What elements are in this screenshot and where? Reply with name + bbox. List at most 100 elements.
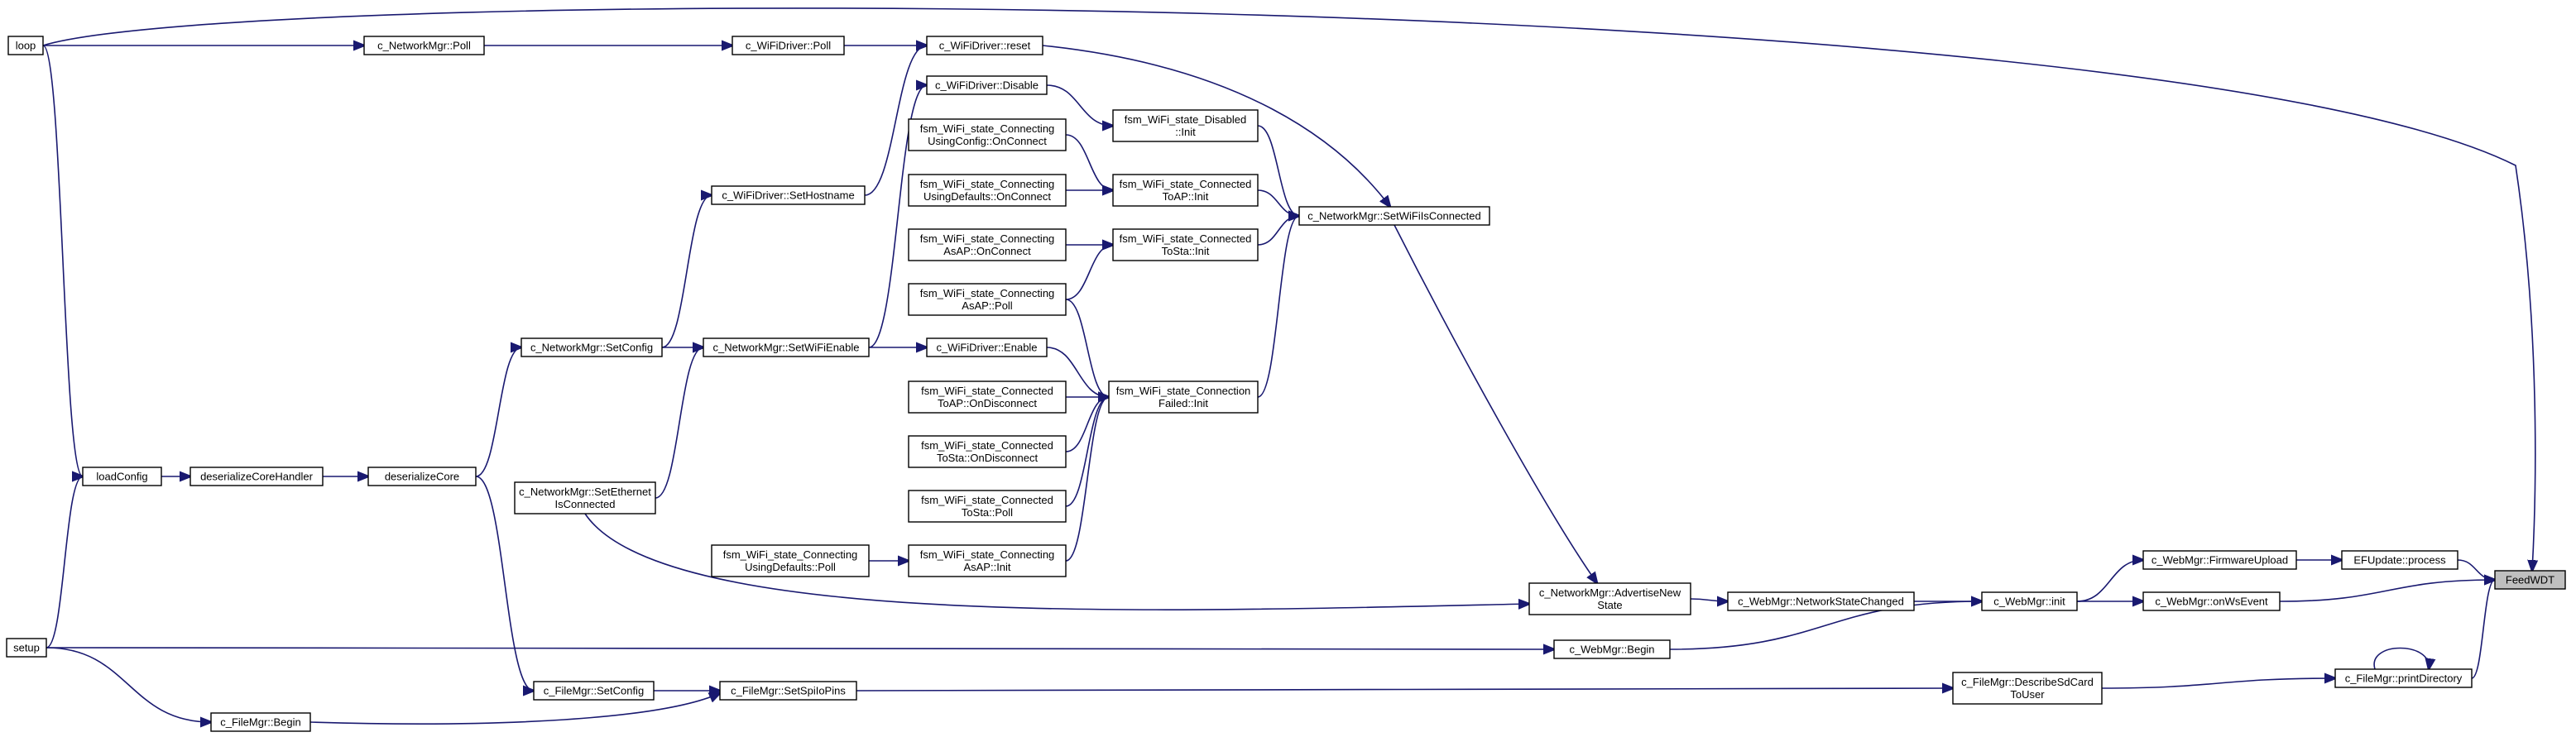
node-label: fsm_WiFi_state_Connected (921, 439, 1053, 452)
node-label: c_FileMgr::printDirectory (2345, 672, 2463, 685)
node-label: c_FileMgr::SetConfig (544, 685, 644, 697)
node-box (908, 174, 1067, 207)
node-box (2142, 591, 2281, 611)
node-fm-begin[interactable]: c_FileMgr::Begin (210, 712, 311, 732)
node-label: ToAP::Init (1163, 190, 1209, 203)
node-label: deserializeCoreHandler (200, 471, 314, 483)
node-wd-sethostname[interactable]: c_WiFiDriver::SetHostname (711, 185, 866, 205)
node-label: fsm_WiFi_state_Connecting (920, 122, 1055, 135)
node-wd-disable[interactable]: c_WiFiDriver::Disable (926, 75, 1048, 95)
node-label: UsingDefaults::Poll (745, 561, 836, 573)
node-box (2341, 550, 2458, 570)
node-setup[interactable]: setup (6, 638, 47, 658)
node-box (926, 36, 1043, 55)
node-box (908, 228, 1067, 261)
node-label: loop (16, 40, 36, 52)
node-label: AsAP::OnConnect (943, 245, 1031, 257)
node-nm-setwifienable[interactable]: c_NetworkMgr::SetWiFiEnable (703, 337, 870, 357)
node-box (2334, 668, 2473, 688)
node-wm-onwsevent[interactable]: c_WebMgr::onWsEvent (2142, 591, 2281, 611)
node-wm-fwupload[interactable]: c_WebMgr::FirmwareUpload (2142, 550, 2297, 570)
node-label: ::Init (1175, 126, 1196, 138)
node-efupdate-process[interactable]: EFUpdate::process (2341, 550, 2458, 570)
edge-loop-to-loadconfig (42, 45, 83, 476)
node-wd-poll[interactable]: c_WiFiDriver::Poll (732, 36, 845, 55)
node-fsm-conn-usingdef-onconnect[interactable]: fsm_WiFi_state_ConnectingUsingDefaults::… (908, 174, 1067, 207)
node-label: fsm_WiFi_state_Connection (1116, 385, 1251, 397)
node-fm-setspiiopins[interactable]: c_FileMgr::SetSpiIoPins (719, 681, 857, 701)
edge-fm_printdir-to-feedwdt (2471, 580, 2495, 679)
node-deserializecorehandler[interactable]: deserializeCoreHandler (189, 467, 324, 486)
node-box (2142, 550, 2297, 570)
node-label: c_WebMgr::FirmwareUpload (2151, 554, 2288, 567)
node-label: fsm_WiFi_state_Disabled (1125, 113, 1246, 126)
node-feedwdt[interactable]: FeedWDT (2494, 570, 2566, 590)
node-label: c_WiFiDriver::Poll (746, 40, 831, 52)
edge-fm_begin-to-fm_setspiiopins (309, 693, 720, 725)
node-fm-setconfig[interactable]: c_FileMgr::SetConfig (533, 681, 655, 701)
edge-loop-to-feedwdt (42, 7, 2535, 571)
node-label: c_NetworkMgr::Poll (377, 40, 471, 52)
edge-nm_setconfig-to-wd_sethostname (661, 195, 712, 348)
node-box (908, 435, 1067, 468)
node-label: deserializeCore (385, 471, 459, 483)
node-label: c_NetworkMgr::SetEthernet (519, 486, 651, 498)
node-box (2494, 570, 2566, 590)
node-label: c_WebMgr::onWsEvent (2155, 596, 2268, 608)
node-label: loadConfig (96, 471, 147, 483)
node-fsm-connd-toap-ondisc[interactable]: fsm_WiFi_state_ConnectedToAP::OnDisconne… (908, 380, 1067, 414)
node-wd-enable[interactable]: c_WiFiDriver::Enable (926, 337, 1048, 357)
node-box (703, 337, 870, 357)
node-label: UsingDefaults::OnConnect (923, 190, 1051, 203)
node-label: c_FileMgr::Begin (220, 716, 301, 729)
node-box (719, 681, 857, 701)
node-label: c_NetworkMgr::SetConfig (530, 342, 653, 354)
node-box (1528, 582, 1691, 615)
node-nm-setwifiisconn[interactable]: c_NetworkMgr::SetWiFiIsConnected (1298, 206, 1490, 226)
node-wd-reset[interactable]: c_WiFiDriver::reset (926, 36, 1043, 55)
node-loadconfig[interactable]: loadConfig (82, 467, 162, 486)
node-loop[interactable]: loop (7, 36, 44, 55)
node-fsm-conn-usingdef-poll[interactable]: fsm_WiFi_state_ConnectingUsingDefaults::… (711, 544, 870, 577)
node-wm-init[interactable]: c_WebMgr::init (1981, 591, 2078, 611)
node-label: c_FileMgr::SetSpiIoPins (731, 685, 846, 697)
edge-fsm_connd_tosta_init-to-nm_setwifiisconn (1257, 216, 1299, 246)
node-fsm-connd-tosta-ondisc[interactable]: fsm_WiFi_state_ConnectedToSta::OnDisconn… (908, 435, 1067, 468)
node-deserializecore[interactable]: deserializeCore (367, 467, 477, 486)
edge-wd_reset-to-nm_setwifiisconn (1042, 45, 1390, 207)
node-fm-printdir[interactable]: c_FileMgr::printDirectory (2334, 668, 2473, 688)
node-box (7, 36, 44, 55)
nodes-layer: FeedWDT loop setup loadConfig deserializeCor… (6, 36, 2566, 732)
node-label: c_WebMgr::init (1993, 596, 2065, 608)
node-fsm-conn-usingcfg-onconnect[interactable]: fsm_WiFi_state_ConnectingUsingConfig::On… (908, 118, 1067, 151)
edge-fm_describesd-to-fm_printdir (2101, 678, 2335, 689)
node-box (367, 467, 477, 486)
node-label: ToSta::Poll (962, 506, 1013, 519)
node-nm-poll[interactable]: c_NetworkMgr::Poll (363, 36, 485, 55)
edge-fsm_conn_asap_init-to-fsm_connfailed_init (1065, 397, 1109, 562)
node-wm-begin[interactable]: c_WebMgr::Begin (1553, 639, 1671, 659)
edge-wm_begin-to-wm_init (1669, 601, 1982, 650)
node-label: c_WebMgr::NetworkStateChanged (1738, 596, 1904, 608)
edge-fsm_connd_tosta_poll-to-fsm_connfailed_init (1065, 397, 1109, 507)
edge-wd_sethostname-to-wd_reset (864, 45, 927, 196)
edge-wm_onwsevent-to-feedwdt (2279, 580, 2495, 602)
node-label: AsAP::Poll (962, 299, 1013, 312)
node-label: UsingConfig::OnConnect (928, 135, 1047, 147)
node-fsm-disabled-init[interactable]: fsm_WiFi_state_Disabled::Init (1112, 109, 1259, 142)
node-nm-setconfig[interactable]: c_NetworkMgr::SetConfig (520, 337, 663, 357)
node-label: ToSta::OnDisconnect (937, 452, 1039, 464)
node-wm-networkstate[interactable]: c_WebMgr::NetworkStateChanged (1727, 591, 1915, 611)
node-box (926, 75, 1048, 95)
edge-fsm_connfailed_init-to-nm_setwifiisconn (1257, 216, 1299, 398)
